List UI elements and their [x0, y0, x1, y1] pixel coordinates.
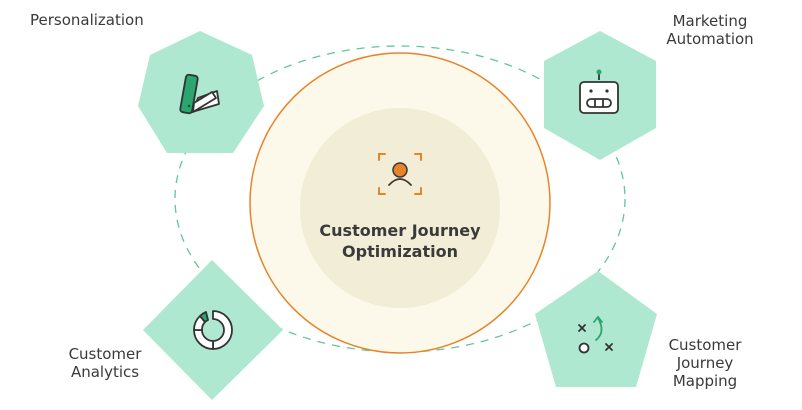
journey-mapping-label: Customer Journey Mapping: [655, 336, 755, 390]
center-title-line1: Customer Journey: [319, 221, 481, 240]
marketing-automation-label-line2: Automation: [666, 30, 754, 48]
journey-mapping-label-line3: Mapping: [672, 372, 738, 390]
marketing-automation-label-line1: Marketing: [672, 12, 748, 30]
orbit-dashed-ring: [174, 45, 626, 353]
personalization-label: Personalization: [30, 11, 144, 29]
journey-mapping-label-line1: Customer: [668, 336, 742, 354]
customer-analytics-label-line1: Customer: [68, 345, 142, 363]
personalization-label-text: Personalization: [30, 11, 144, 29]
center-title: Customer Journey Optimization: [300, 220, 500, 262]
customer-analytics-label-line2: Analytics: [70, 363, 140, 381]
robot-icon: [579, 69, 619, 114]
journey-mapping-node[interactable]: [535, 271, 657, 387]
personalization-node[interactable]: [138, 31, 264, 153]
center-title-line2: Optimization: [342, 242, 458, 261]
customer-analytics-label: Customer Analytics: [55, 345, 155, 381]
customer-analytics-node[interactable]: [143, 260, 283, 400]
strategy-play-icon: [578, 315, 613, 354]
user-focus-icon: [378, 153, 422, 195]
inner-circle: [300, 108, 500, 308]
donut-chart-icon: [193, 310, 233, 350]
journey-mapping-label-line2: Journey: [676, 354, 734, 372]
marketing-automation-label: Marketing Automation: [650, 12, 770, 48]
color-swatch-icon: [179, 73, 220, 115]
